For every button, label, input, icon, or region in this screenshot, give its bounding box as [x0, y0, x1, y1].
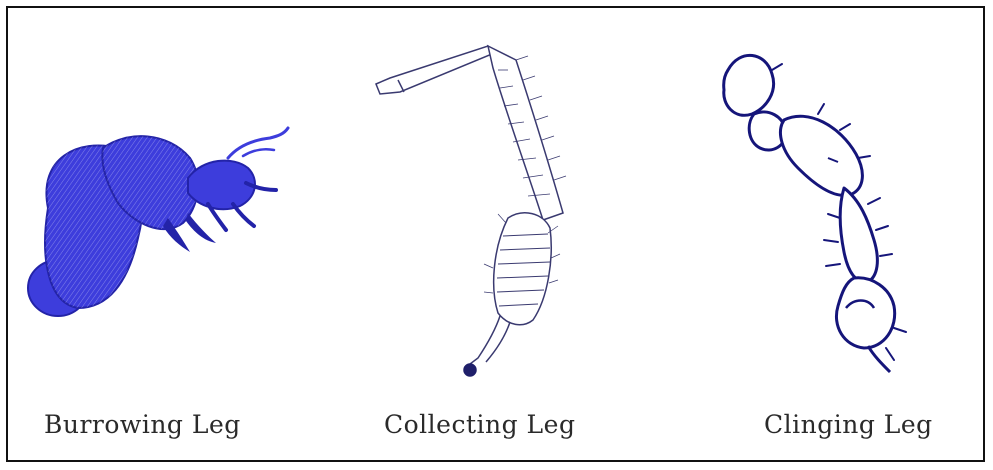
- collecting-leg-drawing: [376, 46, 566, 376]
- clinging-leg-drawing: [724, 55, 906, 372]
- collecting-leg-caption: Collecting Leg: [384, 410, 575, 439]
- collecting-leg-panel: Collecting Leg: [338, 8, 658, 460]
- burrowing-leg-caption: Burrowing Leg: [44, 410, 241, 439]
- clinging-leg-caption: Clinging Leg: [764, 410, 933, 439]
- burrowing-leg-drawing: [28, 128, 288, 316]
- clinging-leg-illustration: [668, 8, 983, 408]
- burrowing-leg-illustration: [8, 8, 328, 408]
- figure-frame: Burrowing Leg: [6, 6, 985, 462]
- clinging-leg-panel: Clinging Leg: [668, 8, 983, 460]
- burrowing-leg-panel: Burrowing Leg: [8, 8, 328, 460]
- collecting-leg-illustration: [338, 8, 658, 408]
